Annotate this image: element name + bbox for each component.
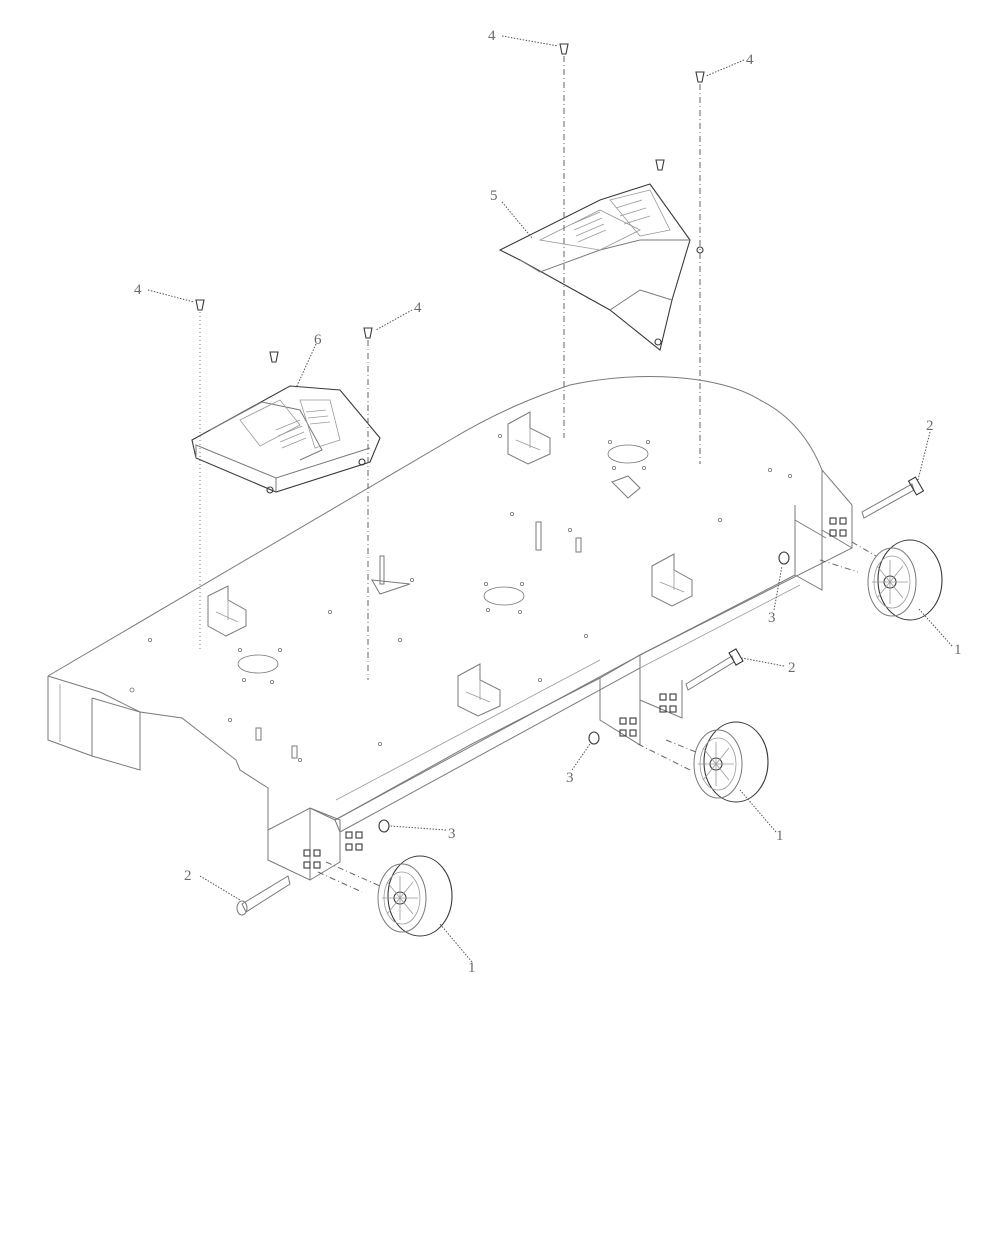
gauge-wheel-rear: [867, 539, 943, 621]
callout-wheel-rear: 1: [954, 642, 962, 658]
deck-holes: [129, 433, 793, 763]
axle-bolt-middle: [685, 648, 744, 691]
callout-spacer-rear: 3: [768, 610, 776, 626]
callout-spacer-middle: 3: [566, 770, 574, 786]
callout-screw-left: 4: [134, 282, 142, 298]
cover-left-texture: [275, 409, 331, 449]
leader-lines: [147, 35, 953, 963]
gauge-wheel-middle: [693, 721, 769, 803]
callout-screw-top-right: 4: [746, 52, 754, 68]
cover-right-texture: [571, 199, 651, 243]
deck-posts: [255, 475, 641, 759]
belt-cover-right: [498, 159, 704, 351]
spacers: [378, 551, 790, 833]
callout-cover-left: 6: [314, 332, 322, 348]
callout-spacer-front: 3: [448, 826, 456, 842]
belt-cover-left: [191, 351, 381, 494]
spindle-openings: [237, 444, 649, 674]
callout-axle-bolt-middle: 2: [788, 660, 796, 676]
callout-labels: 4 4 4 4 5 6 2 2 2 1 1 1 3 3 3: [134, 28, 962, 976]
idler-brackets: [207, 411, 693, 717]
alignment-lines: [199, 56, 877, 893]
callout-cover-right: 5: [490, 188, 498, 204]
screws: [195, 43, 705, 339]
axle-bolt-front: [236, 875, 291, 916]
axle-bolt-rear: [861, 476, 925, 519]
callout-wheel-middle: 1: [776, 828, 784, 844]
callout-wheel-front: 1: [468, 960, 476, 976]
callout-screw-top: 4: [488, 28, 496, 44]
gauge-wheel-front: [377, 855, 453, 937]
mower-deck-shell: [47, 376, 853, 881]
callout-axle-bolt-rear: 2: [926, 418, 934, 434]
bracket-slots: [303, 517, 847, 869]
callout-axle-bolt-front: 2: [184, 868, 192, 884]
callout-screw-mid: 4: [414, 300, 422, 316]
